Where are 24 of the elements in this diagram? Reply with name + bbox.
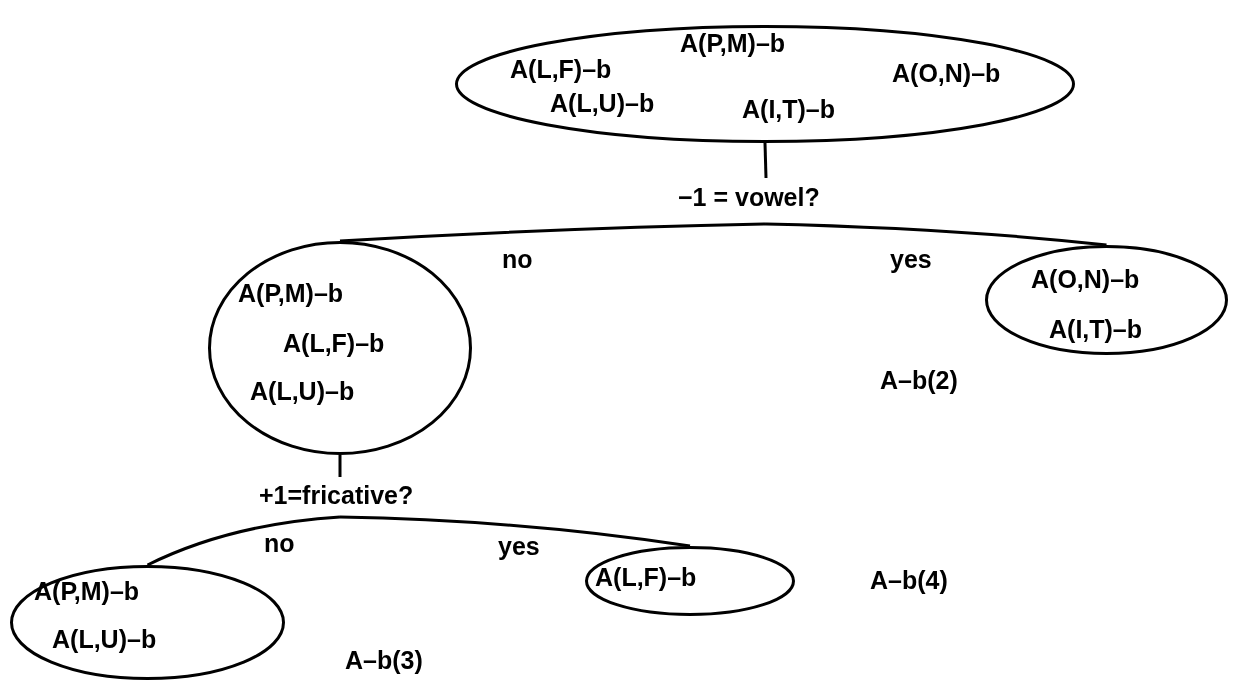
node-text: A(L,F)–b xyxy=(283,331,385,356)
node-text: A(L,F)–b xyxy=(510,57,612,82)
node-text: A(L,U)–b xyxy=(52,627,157,652)
node-text: A(I,T)–b xyxy=(1049,317,1143,342)
tree-branch xyxy=(339,222,767,243)
node-text: A(O,N)–b xyxy=(1031,267,1140,292)
tree-branch xyxy=(765,222,1107,247)
node-text: A(L,F)–b xyxy=(595,565,697,590)
node-text: A(L,U)–b xyxy=(250,379,355,404)
node-caption: A–b(2) xyxy=(880,368,958,393)
node-text: A(L,U)–b xyxy=(550,91,655,116)
node-text: A(O,N)–b xyxy=(892,61,1001,86)
tree-branch xyxy=(146,515,341,567)
tree-branch xyxy=(339,515,691,548)
tree-branch xyxy=(763,142,768,179)
question-label: −1 = vowel? xyxy=(678,185,820,210)
node-caption: A–b(4) xyxy=(870,568,948,593)
node-text: A(P,M)–b xyxy=(34,579,140,604)
question-label: +1=fricative? xyxy=(259,483,414,508)
node-text: A(I,T)–b xyxy=(742,97,836,122)
node-text: A(P,M)–b xyxy=(680,31,786,56)
node-caption: A–b(3) xyxy=(345,648,423,673)
node-text: A(P,M)–b xyxy=(238,281,344,306)
tree-branch xyxy=(338,455,342,477)
